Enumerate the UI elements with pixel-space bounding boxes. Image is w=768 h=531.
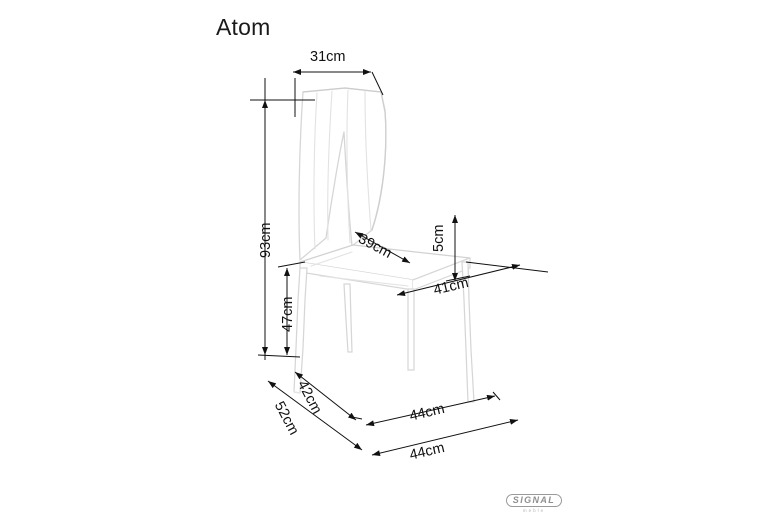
extension-line-backrest-right	[371, 71, 384, 96]
dimension-lines	[250, 69, 549, 457]
logo-brand-text: SIGNAL	[512, 495, 556, 505]
logo-outline	[506, 494, 562, 507]
extension-line-seat-left	[277, 261, 306, 268]
dimension-line-41cm	[396, 263, 521, 297]
chair-legs	[293, 261, 475, 403]
extension-line-floor-left	[257, 354, 301, 358]
base-tick-inner-left	[351, 416, 363, 420]
dimension-label-31cm: 31cm	[310, 49, 346, 65]
dimension-label-47cm: 47cm	[280, 296, 296, 332]
dimension-label-5cm: 5cm	[431, 224, 447, 252]
chair-backrest	[298, 87, 387, 261]
dimension-line-39cm	[354, 231, 411, 264]
signal-logo: SIGNAL meble	[506, 494, 568, 518]
base-tick-inner-right	[492, 391, 501, 401]
page-title: Atom	[216, 14, 271, 40]
logo-tagline-text: meble	[522, 507, 546, 513]
extension-line-seat-right	[465, 261, 549, 273]
dimension-line-52cm	[267, 380, 363, 451]
dimension-line-44cm-outer	[371, 418, 519, 457]
dimension-label-93cm: 93cm	[258, 222, 274, 258]
